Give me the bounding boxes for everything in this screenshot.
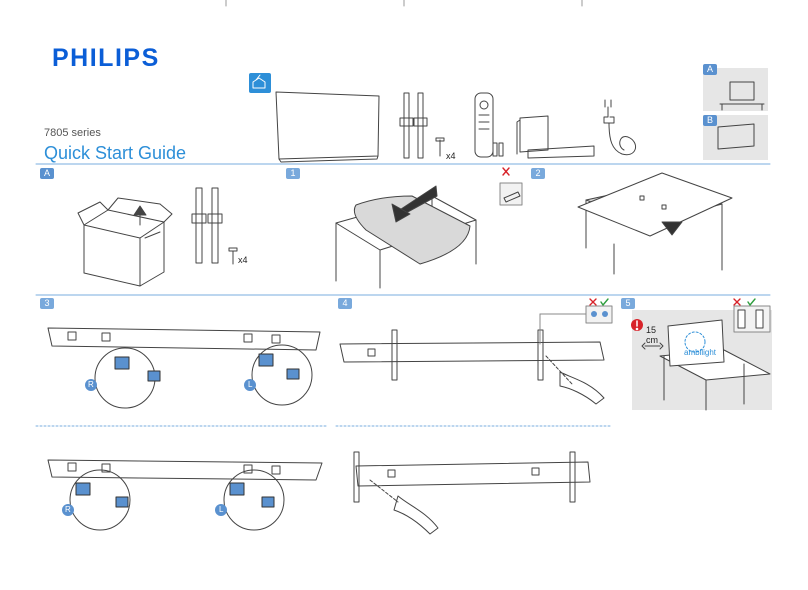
- option-a-panel: [703, 68, 768, 111]
- series-label: 7805 series: [44, 127, 101, 139]
- stand-legs-section-a: [191, 187, 223, 264]
- documents-drawing: [516, 115, 595, 159]
- side-label-r-top: R: [88, 380, 94, 389]
- tv-frame-step4-top: [339, 329, 605, 381]
- warning-icon: [631, 319, 643, 331]
- option-a-badge: A: [703, 64, 717, 75]
- wall-distance-unit: cm: [646, 335, 658, 345]
- screw-callout: [539, 305, 613, 345]
- tv-box-drawing: [77, 197, 173, 287]
- detail-circle-right-bottom: [69, 469, 131, 531]
- detail-circle-right-top: [94, 347, 161, 409]
- step-4-badge: 4: [338, 298, 352, 309]
- hand-icon: [545, 355, 605, 405]
- open-box-icon: [249, 73, 271, 93]
- tv-frame-step4-bottom: [353, 451, 591, 503]
- side-marker-l-bottom: [215, 504, 227, 516]
- lift-arrow-icon: [133, 205, 147, 226]
- placement-options: [733, 305, 771, 333]
- ambilight-logo: [684, 331, 706, 353]
- cross-icon-step4: [589, 298, 597, 306]
- fold-marks: [225, 0, 583, 7]
- table-with-cloth-drawing: [335, 185, 477, 289]
- step-3-badge: 3: [40, 298, 54, 309]
- ambilight-text: ambilight: [684, 348, 717, 357]
- side-label-l-top: L: [248, 380, 253, 389]
- detail-circle-left-top: [251, 344, 313, 406]
- tv-bottom-frame-top: [47, 327, 321, 351]
- step-2-badge: 2: [531, 168, 545, 179]
- screws-drawing: [435, 137, 445, 157]
- side-label-l-bottom: L: [219, 505, 224, 514]
- step-1-badge: 1: [286, 168, 300, 179]
- stand-screw-count: x4: [238, 255, 248, 265]
- check-icon-step5: [747, 298, 756, 306]
- cross-icon-step5: [733, 298, 741, 306]
- cross-icon: [502, 167, 510, 176]
- side-marker-l-top: [244, 379, 256, 391]
- stand-legs-drawing: [399, 92, 428, 159]
- contents-screw-count: x4: [446, 151, 456, 161]
- wall-distance-value: 15: [646, 325, 657, 335]
- tv-bottom-frame-bottom: [47, 459, 323, 481]
- power-cord-drawing: [603, 99, 637, 156]
- check-icon-step4: [600, 298, 609, 306]
- section-dividers: [35, 163, 771, 296]
- batteries-drawing: [492, 142, 504, 157]
- distance-arrow: [641, 342, 664, 350]
- detail-circle-left-bottom: [223, 469, 285, 531]
- screw-section-a: [228, 247, 238, 265]
- side-marker-r-bottom: [62, 504, 74, 516]
- page-title: Quick Start Guide: [44, 143, 187, 163]
- option-b-badge: B: [703, 115, 717, 126]
- side-marker-r-top: [85, 379, 97, 391]
- side-label-r-bottom: R: [65, 505, 71, 514]
- no-cutter-warning: [499, 182, 523, 206]
- philips-logo: PHILIPS: [52, 44, 160, 72]
- step-5-badge: 5: [621, 298, 635, 309]
- tv-face-down-drawing: [577, 172, 733, 275]
- remote-control-drawing: [474, 92, 494, 158]
- hand-icon-bottom: [369, 479, 439, 535]
- section-a-badge: A: [40, 168, 54, 179]
- tv-screen-drawing: [275, 91, 380, 163]
